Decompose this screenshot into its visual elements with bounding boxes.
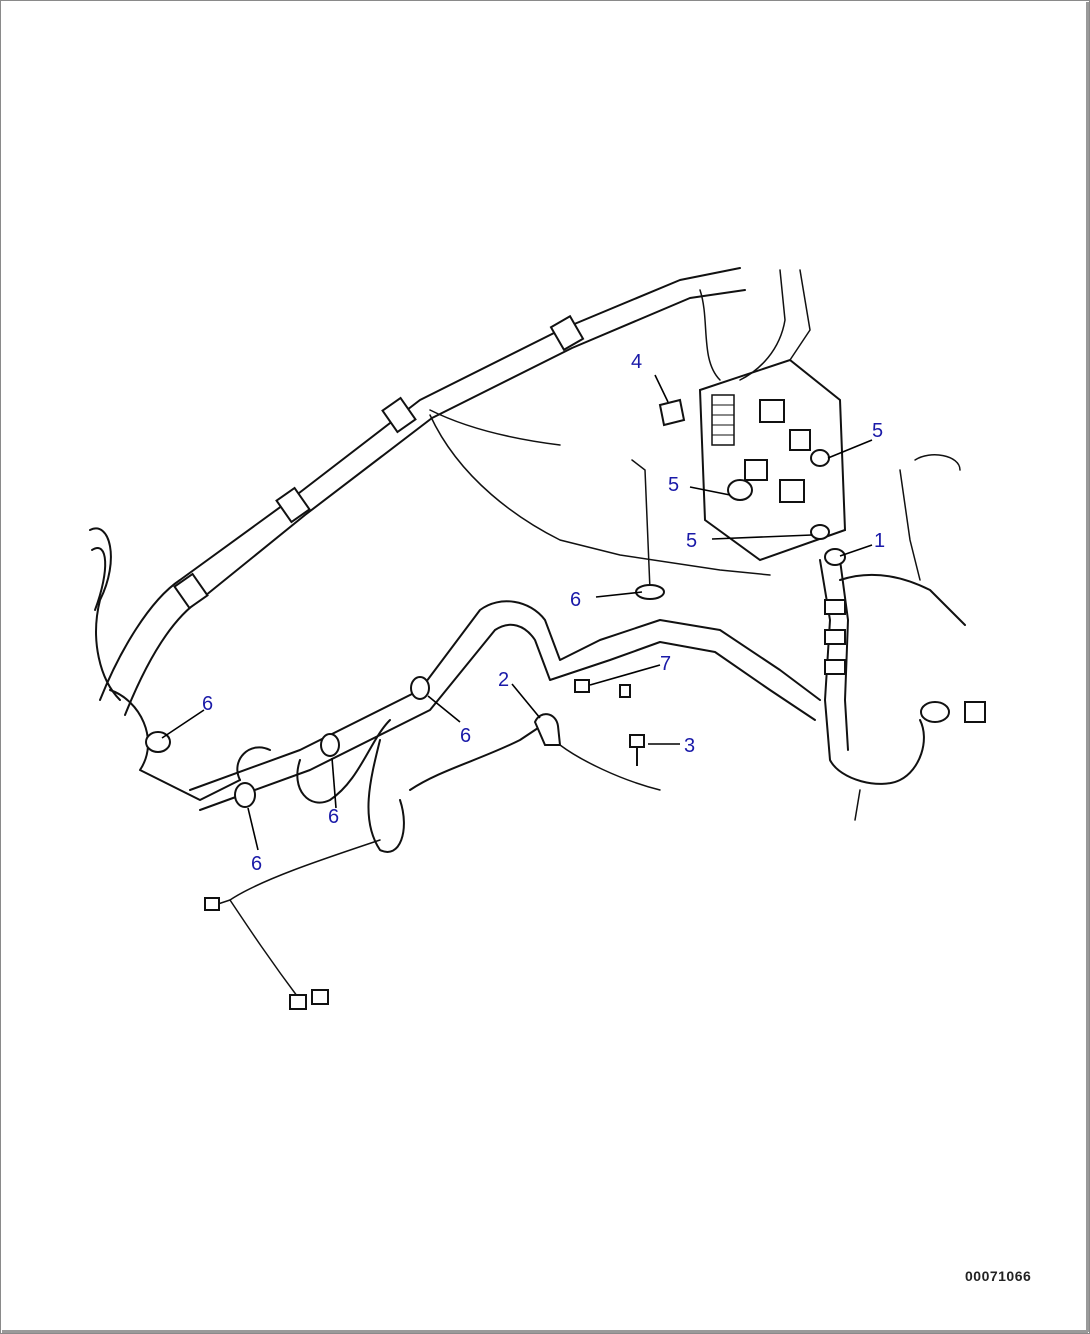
callout-2: 2 [498,669,509,691]
rod-grommet [631,459,665,600]
drawing-number: 00071066 [965,1268,1032,1284]
fuse-box [698,358,847,562]
callout-6-bottom-left: 6 [251,853,262,875]
callout-1: 1 [874,530,885,552]
harness-clamps [145,449,950,808]
upper-right-wires [429,269,811,576]
callout-6-rod: 6 [570,589,581,611]
frame-shadow-bottom [2,1330,1088,1333]
right-side-wires [854,454,986,821]
lower-harness-trunk [189,600,821,853]
callout-7: 7 [660,653,671,675]
callout-5-middle: 5 [668,474,679,496]
callout-5-lower: 5 [686,530,697,552]
left-harness [89,527,241,801]
callout-6-left: 6 [202,693,213,715]
callout-6-center: 6 [460,725,471,747]
callout-6-lower: 6 [328,806,339,828]
center-vertical-harness [819,559,966,785]
hardware-parts [559,398,686,791]
callout-3: 3 [684,735,695,757]
frame-shadow-right [1086,2,1089,1332]
upper-harness-trunk [99,267,746,716]
callout-5-top: 5 [872,420,883,442]
callout-leaders [161,374,873,851]
callout-4: 4 [631,351,642,373]
callout-labels: 4 5 5 5 1 6 7 2 3 6 6 6 6 [202,351,885,875]
lower-left-wires [204,839,381,1010]
